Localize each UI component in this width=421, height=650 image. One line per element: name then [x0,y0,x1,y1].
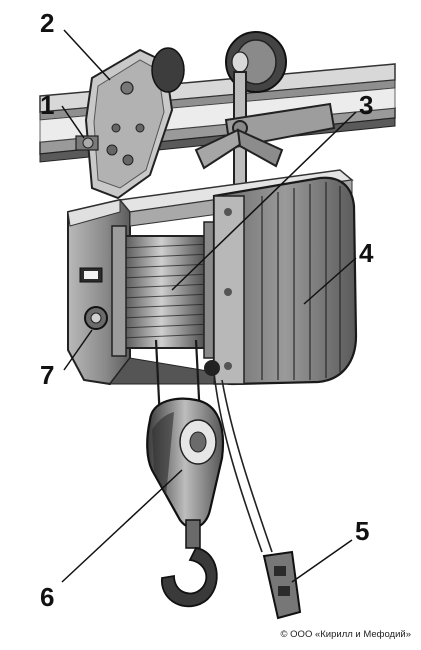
rope-drum [111,221,221,359]
callout-number-3: 3 [359,90,374,120]
copyright-notice: © ООО «Кирилл и Мефодий» [280,629,411,640]
crane-hook [161,519,218,608]
callout-number-2: 2 [40,8,55,38]
callout-number-1: 1 [40,90,55,120]
pendant-cable [213,371,273,553]
callout-number-7: 7 [40,360,55,390]
callout-number-6: 6 [40,582,55,612]
leader-lines [61,29,357,583]
suspension-linkage [194,71,336,191]
electric-motor-housing [212,176,358,386]
callout-number-5: 5 [355,516,370,546]
control-pendant [262,550,302,620]
callout-number-4: 4 [359,238,374,268]
trolley-axle-bolt [75,135,99,151]
hoist-underside [83,357,220,385]
hook-block [146,397,224,529]
